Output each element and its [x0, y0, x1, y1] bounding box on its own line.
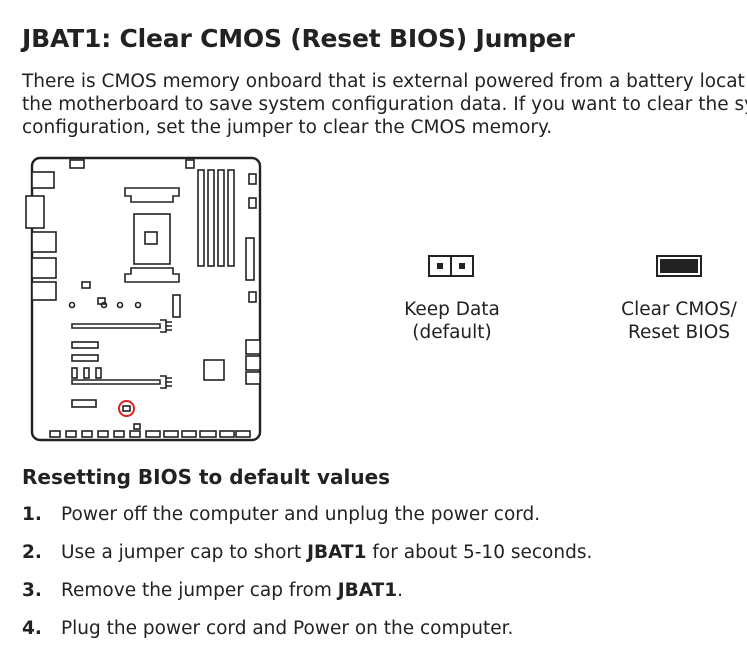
step-number: 2. — [22, 542, 42, 563]
board-outline — [30, 156, 262, 442]
keep-data-label: Keep Data — [404, 299, 500, 320]
intro-paragraph: There is CMOS memory onboard that is ext… — [22, 70, 747, 139]
intro-line-3: configuration, set the jumper to clear t… — [22, 117, 553, 138]
clear-cmos-label: Clear CMOS/ — [621, 299, 737, 320]
step-text: Plug the power cord and Power on the com… — [61, 618, 514, 639]
intro-line-2: the motherboard to save system configura… — [22, 94, 747, 115]
step-text: Remove the jumper cap from JBAT1. — [61, 580, 404, 601]
cpu-socket — [133, 213, 171, 265]
reset-bios-label: Reset BIOS — [627, 322, 730, 343]
jbat1-highlight-circle — [118, 400, 135, 417]
step-text: Power off the computer and unplug the po… — [61, 504, 541, 525]
jumper-open-diagram — [428, 255, 474, 277]
section-title: Resetting BIOS to default values — [22, 465, 391, 489]
step-number: 3. — [22, 580, 42, 601]
keep-data-default-label: (default) — [412, 322, 492, 343]
step-number: 1. — [22, 504, 42, 525]
intro-line-1: There is CMOS memory onboard that is ext… — [22, 71, 745, 92]
jbat1-header — [122, 405, 131, 412]
step-number: 4. — [22, 618, 42, 639]
clear-cmos-caption: Clear CMOS/ Reset BIOS — [612, 298, 746, 344]
keep-data-caption: Keep Data (default) — [402, 298, 502, 344]
page-title: JBAT1: Clear CMOS (Reset BIOS) Jumper — [22, 24, 575, 53]
motherboard-diagram — [25, 156, 262, 442]
jumper-shorted-diagram — [656, 255, 702, 277]
step-text: Use a jumper cap to short JBAT1 for abou… — [61, 542, 593, 563]
